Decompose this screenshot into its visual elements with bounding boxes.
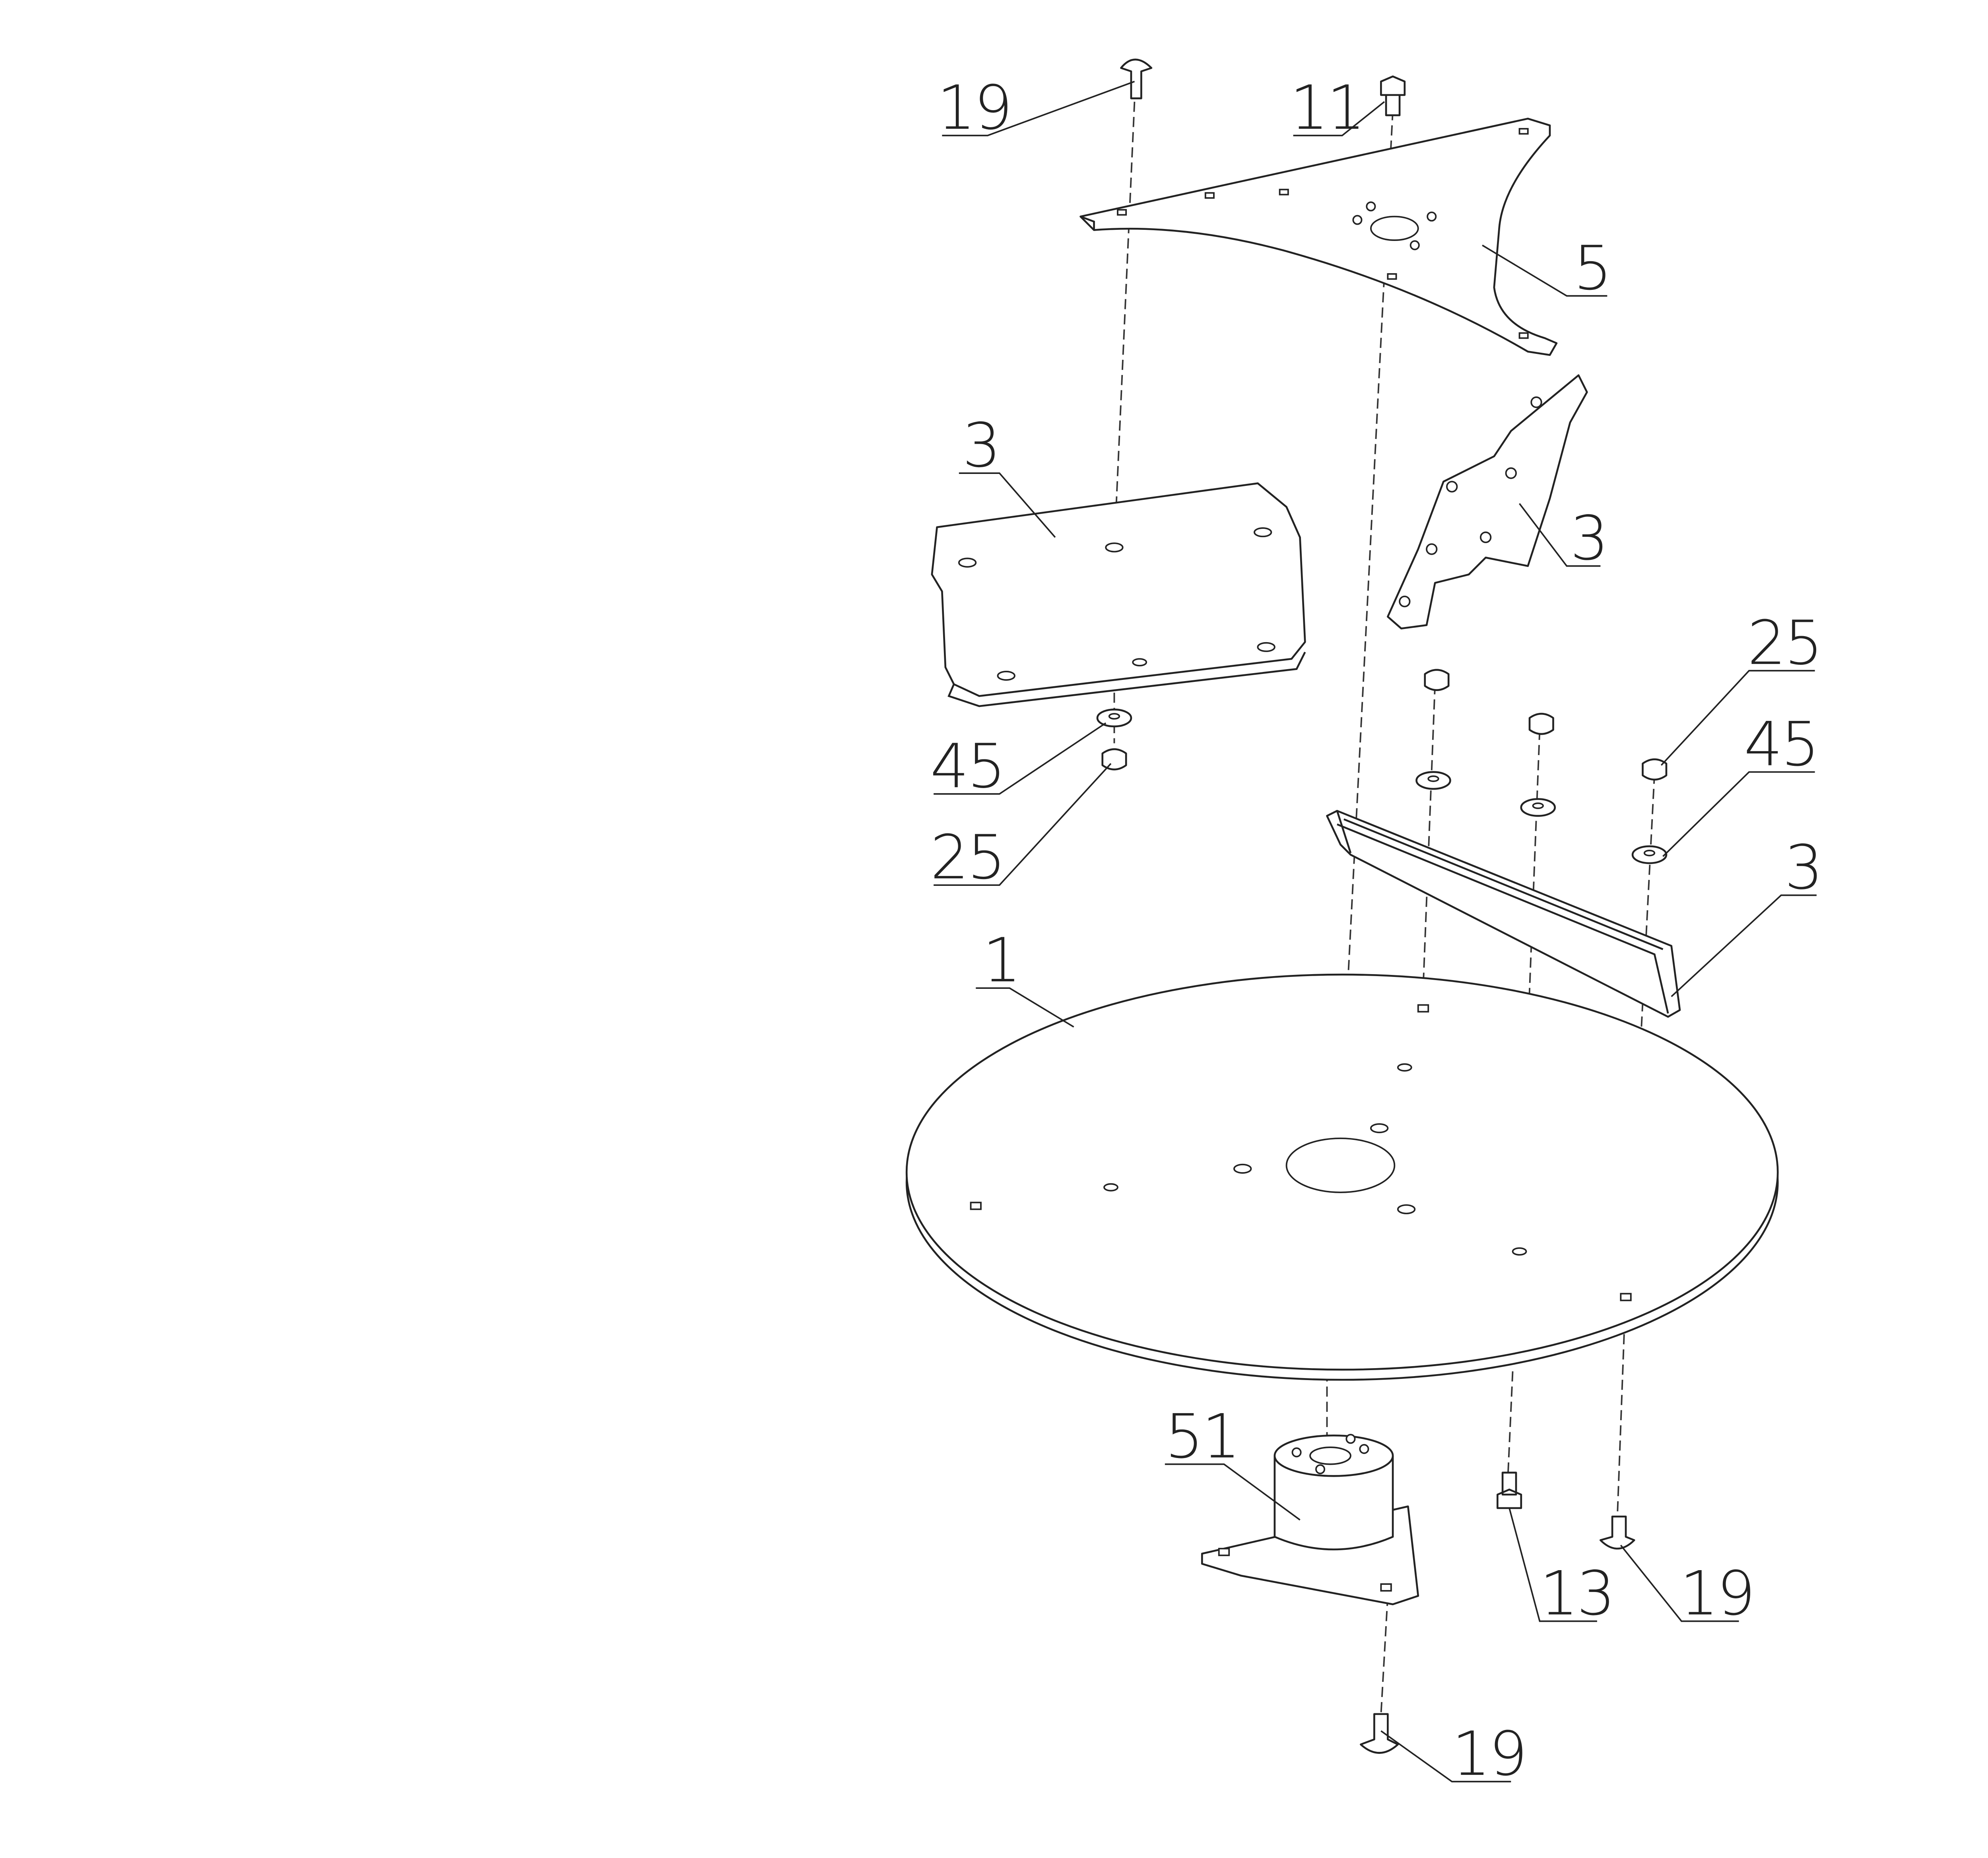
- callout-label: 1: [982, 925, 1019, 996]
- callout-11: 11: [1290, 73, 1385, 144]
- callout-label: 3: [962, 410, 999, 481]
- callout-label: 45: [930, 731, 1004, 802]
- callout-label: 51: [1165, 1402, 1239, 1472]
- callout-25-right: 25: [1660, 608, 1823, 766]
- callout-13: 13: [1508, 1508, 1615, 1629]
- callout-51: 51: [1165, 1402, 1301, 1521]
- callout-5: 5: [1482, 233, 1612, 304]
- bolts: [1120, 58, 1635, 1754]
- callout-45-left: 45: [930, 722, 1107, 802]
- callout-19-bottom: 19: [1380, 1719, 1528, 1790]
- callout-19-right: 19: [1620, 1545, 1755, 1629]
- callout-label: 19: [1680, 1558, 1754, 1629]
- callout-45-right: 45: [1662, 709, 1820, 857]
- part-5-top-plate: [1079, 118, 1558, 356]
- callout-label: 19: [1452, 1719, 1526, 1790]
- callout-label: 25: [1747, 608, 1821, 679]
- callout-label: 13: [1540, 1558, 1613, 1629]
- callout-label: 19: [937, 73, 1011, 144]
- callout-label: 45: [1744, 709, 1818, 780]
- part-3-left-plate: [931, 482, 1306, 707]
- nuts-and-washers: [1096, 669, 1668, 864]
- callout-label: 11: [1290, 73, 1364, 144]
- callout-label: 5: [1573, 233, 1610, 304]
- callout-3-left-plate: 3: [959, 410, 1056, 538]
- callout-1: 1: [976, 925, 1074, 1028]
- callout-label: 3: [1570, 503, 1607, 574]
- callout-3-bracket: 3: [1519, 503, 1609, 574]
- callout-19-top: 19: [937, 73, 1135, 144]
- part-3-middle-bracket: [1387, 374, 1588, 630]
- callout-3-angle: 3: [1671, 833, 1823, 997]
- callouts: 19 11 5 3 3 25 45 45: [930, 73, 1823, 1790]
- callout-label: 25: [930, 822, 1004, 893]
- callout-25-left: 25: [930, 763, 1112, 893]
- part-51-hub: [1201, 1434, 1419, 1606]
- callout-label: 3: [1784, 833, 1821, 903]
- part-3-angle-bar: [1326, 810, 1681, 1018]
- part-1-disc: [905, 973, 1779, 1381]
